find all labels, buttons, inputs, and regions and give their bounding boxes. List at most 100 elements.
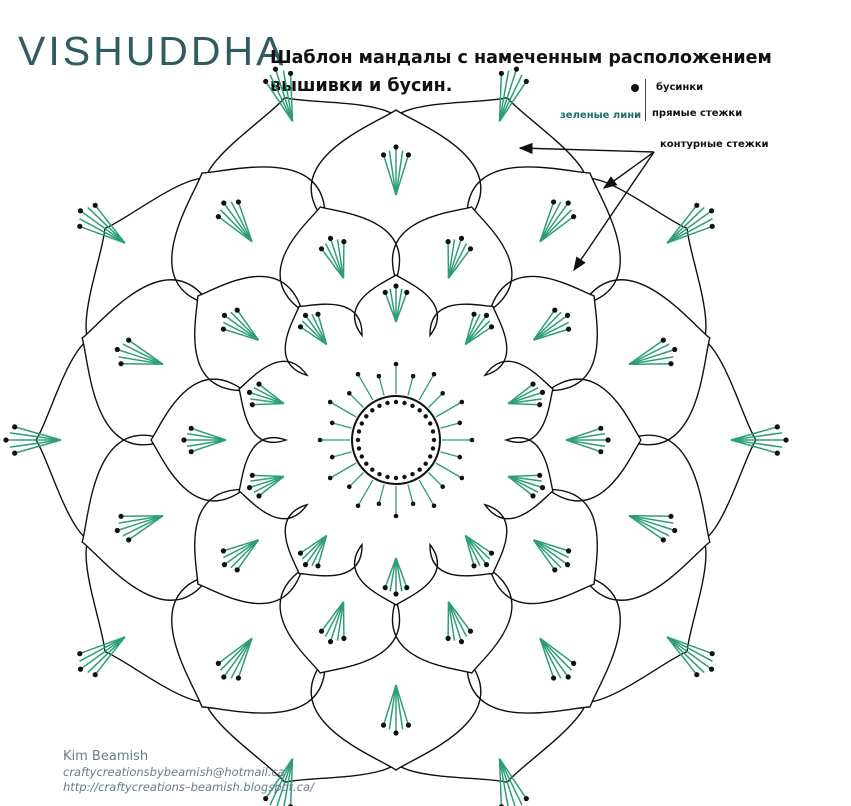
green-stitch <box>395 557 403 592</box>
green-stitch <box>382 684 397 726</box>
green-stitch <box>464 320 491 346</box>
center-stitch <box>407 376 414 396</box>
bead <box>215 214 221 220</box>
bead <box>467 628 474 634</box>
green-stitch <box>120 362 164 366</box>
bead <box>530 381 536 387</box>
bead <box>118 513 124 519</box>
green-stitch <box>628 339 664 365</box>
green-stitch <box>565 439 606 448</box>
green-stitch <box>329 601 345 642</box>
center-inner-bead <box>355 437 361 443</box>
center-bead <box>431 503 437 509</box>
bead <box>471 563 477 569</box>
green-stitch <box>320 248 345 279</box>
green-stitch <box>532 539 556 571</box>
green-stitch <box>539 637 569 678</box>
bead <box>552 567 558 573</box>
green-stitch <box>217 637 253 665</box>
author-email: craftycreationsbybeamish@hotmail.ca <box>63 765 285 779</box>
bead <box>404 289 410 295</box>
bead <box>498 70 504 76</box>
bead <box>483 312 490 318</box>
author-url: http://craftycreations–beamish.blogspot.… <box>63 780 314 794</box>
bead <box>302 312 309 318</box>
center-inner-bead <box>393 399 399 405</box>
green-stitch <box>300 326 328 346</box>
green-stitch <box>336 601 345 641</box>
green-stitch <box>539 637 555 679</box>
bead <box>405 722 411 728</box>
green-stitch <box>87 636 126 674</box>
center-stitch <box>357 373 374 401</box>
green-stitch <box>447 601 468 638</box>
green-stitch <box>628 515 670 537</box>
legend-green-lines-label: зеленые лини <box>560 110 642 121</box>
bead <box>471 311 477 317</box>
green-stitch <box>628 515 664 541</box>
green-stitch <box>301 320 328 346</box>
bead <box>77 666 84 672</box>
bead <box>381 722 387 728</box>
center-stitch <box>440 451 460 458</box>
outer-fan <box>263 758 294 806</box>
green-stitch <box>219 209 253 243</box>
bead <box>382 289 388 295</box>
bead <box>235 675 241 681</box>
green-stitch <box>628 514 675 532</box>
legend-arrows <box>518 142 655 272</box>
green-stitch <box>222 539 259 559</box>
center-bead <box>440 391 446 396</box>
green-stitch <box>324 242 345 279</box>
outer-fan <box>77 636 126 678</box>
center-stitch <box>329 401 357 418</box>
center-bead <box>393 361 399 367</box>
inner-fan <box>464 534 495 569</box>
green-stitch <box>533 539 569 552</box>
green-stitch <box>447 248 472 279</box>
bead <box>523 796 529 802</box>
bead <box>598 425 604 431</box>
green-stitch <box>395 684 404 730</box>
third-fan <box>114 337 164 367</box>
center-inner-bead <box>377 472 382 477</box>
green-stitch <box>666 225 713 244</box>
arrow-contour-1 <box>518 142 655 154</box>
center-inner-bead <box>370 408 375 413</box>
outer-fan <box>3 424 62 456</box>
green-stitch <box>118 514 164 524</box>
bead <box>565 200 571 206</box>
bead <box>114 346 120 353</box>
bead <box>256 381 262 387</box>
green-stitch <box>507 387 539 405</box>
bead <box>488 324 495 330</box>
green-stitch <box>533 328 569 341</box>
bead <box>77 651 83 657</box>
green-stitch <box>666 636 713 655</box>
center-bead <box>347 484 352 490</box>
green-stitch <box>447 601 472 632</box>
green-stitch <box>79 218 126 244</box>
bead <box>566 326 572 332</box>
green-stitch <box>230 637 253 679</box>
green-stitch <box>118 356 164 366</box>
bead <box>263 796 269 802</box>
second-fan <box>565 425 611 455</box>
center-bead <box>459 399 465 405</box>
green-stitch <box>236 539 260 571</box>
outer-fan <box>666 636 715 678</box>
green-stitch <box>223 539 259 552</box>
green-stitch <box>384 292 397 323</box>
center-stitch <box>357 479 374 507</box>
bead <box>774 424 780 430</box>
bead <box>405 152 411 158</box>
green-stitch <box>498 80 527 122</box>
green-stitch <box>324 601 345 638</box>
green-stitch <box>388 684 397 730</box>
green-stitch <box>464 535 475 567</box>
center-bead <box>355 503 361 509</box>
green-stitch <box>80 636 126 670</box>
center-inner-bead <box>428 421 433 426</box>
bead <box>315 311 321 317</box>
green-stitch <box>301 534 328 560</box>
